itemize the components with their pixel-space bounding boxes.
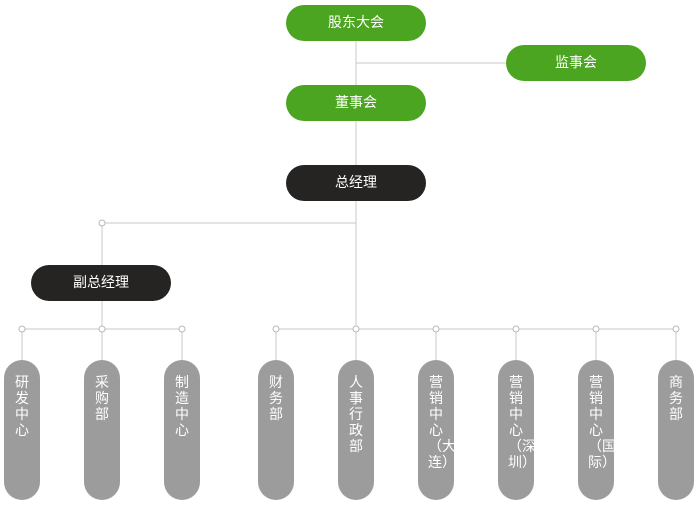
department-node: 营销中心（深圳）	[498, 360, 536, 500]
junction-dot	[98, 325, 106, 333]
department-label: 采购部	[95, 375, 109, 423]
department-node: 营销中心（国际）	[578, 360, 616, 500]
department-node: 营销中心（大连）	[418, 360, 456, 500]
junction-dot	[18, 325, 26, 333]
junction-dot	[592, 325, 600, 333]
department-node: 研发中心	[4, 360, 40, 500]
junction-dot	[272, 325, 280, 333]
department-node: 制造中心	[164, 360, 200, 500]
shareholders-node: 股东大会	[286, 5, 426, 41]
department-label: 营销中心（国际）	[588, 375, 616, 471]
junction-dot	[672, 325, 680, 333]
supervisors-node: 监事会	[506, 45, 646, 81]
department-label: 商务部	[669, 375, 683, 423]
junction-dot	[352, 325, 360, 333]
department-node: 商务部	[658, 360, 694, 500]
department-label: 人事行政部	[349, 375, 363, 455]
general-manager-node: 总经理	[286, 165, 426, 201]
department-label: 财务部	[269, 375, 283, 423]
deputy-general-manager-node: 副总经理	[31, 265, 171, 301]
board-node: 董事会	[286, 85, 426, 121]
department-label: 营销中心（深圳）	[508, 375, 536, 471]
junction-dot	[432, 325, 440, 333]
junction-dot	[178, 325, 186, 333]
department-node: 人事行政部	[338, 360, 374, 500]
department-label: 制造中心	[175, 375, 189, 439]
department-label: 研发中心	[15, 375, 29, 439]
department-node: 采购部	[84, 360, 120, 500]
junction-dot	[512, 325, 520, 333]
department-label: 营销中心（大连）	[428, 375, 456, 471]
junction-dot	[98, 219, 106, 227]
department-node: 财务部	[258, 360, 294, 500]
